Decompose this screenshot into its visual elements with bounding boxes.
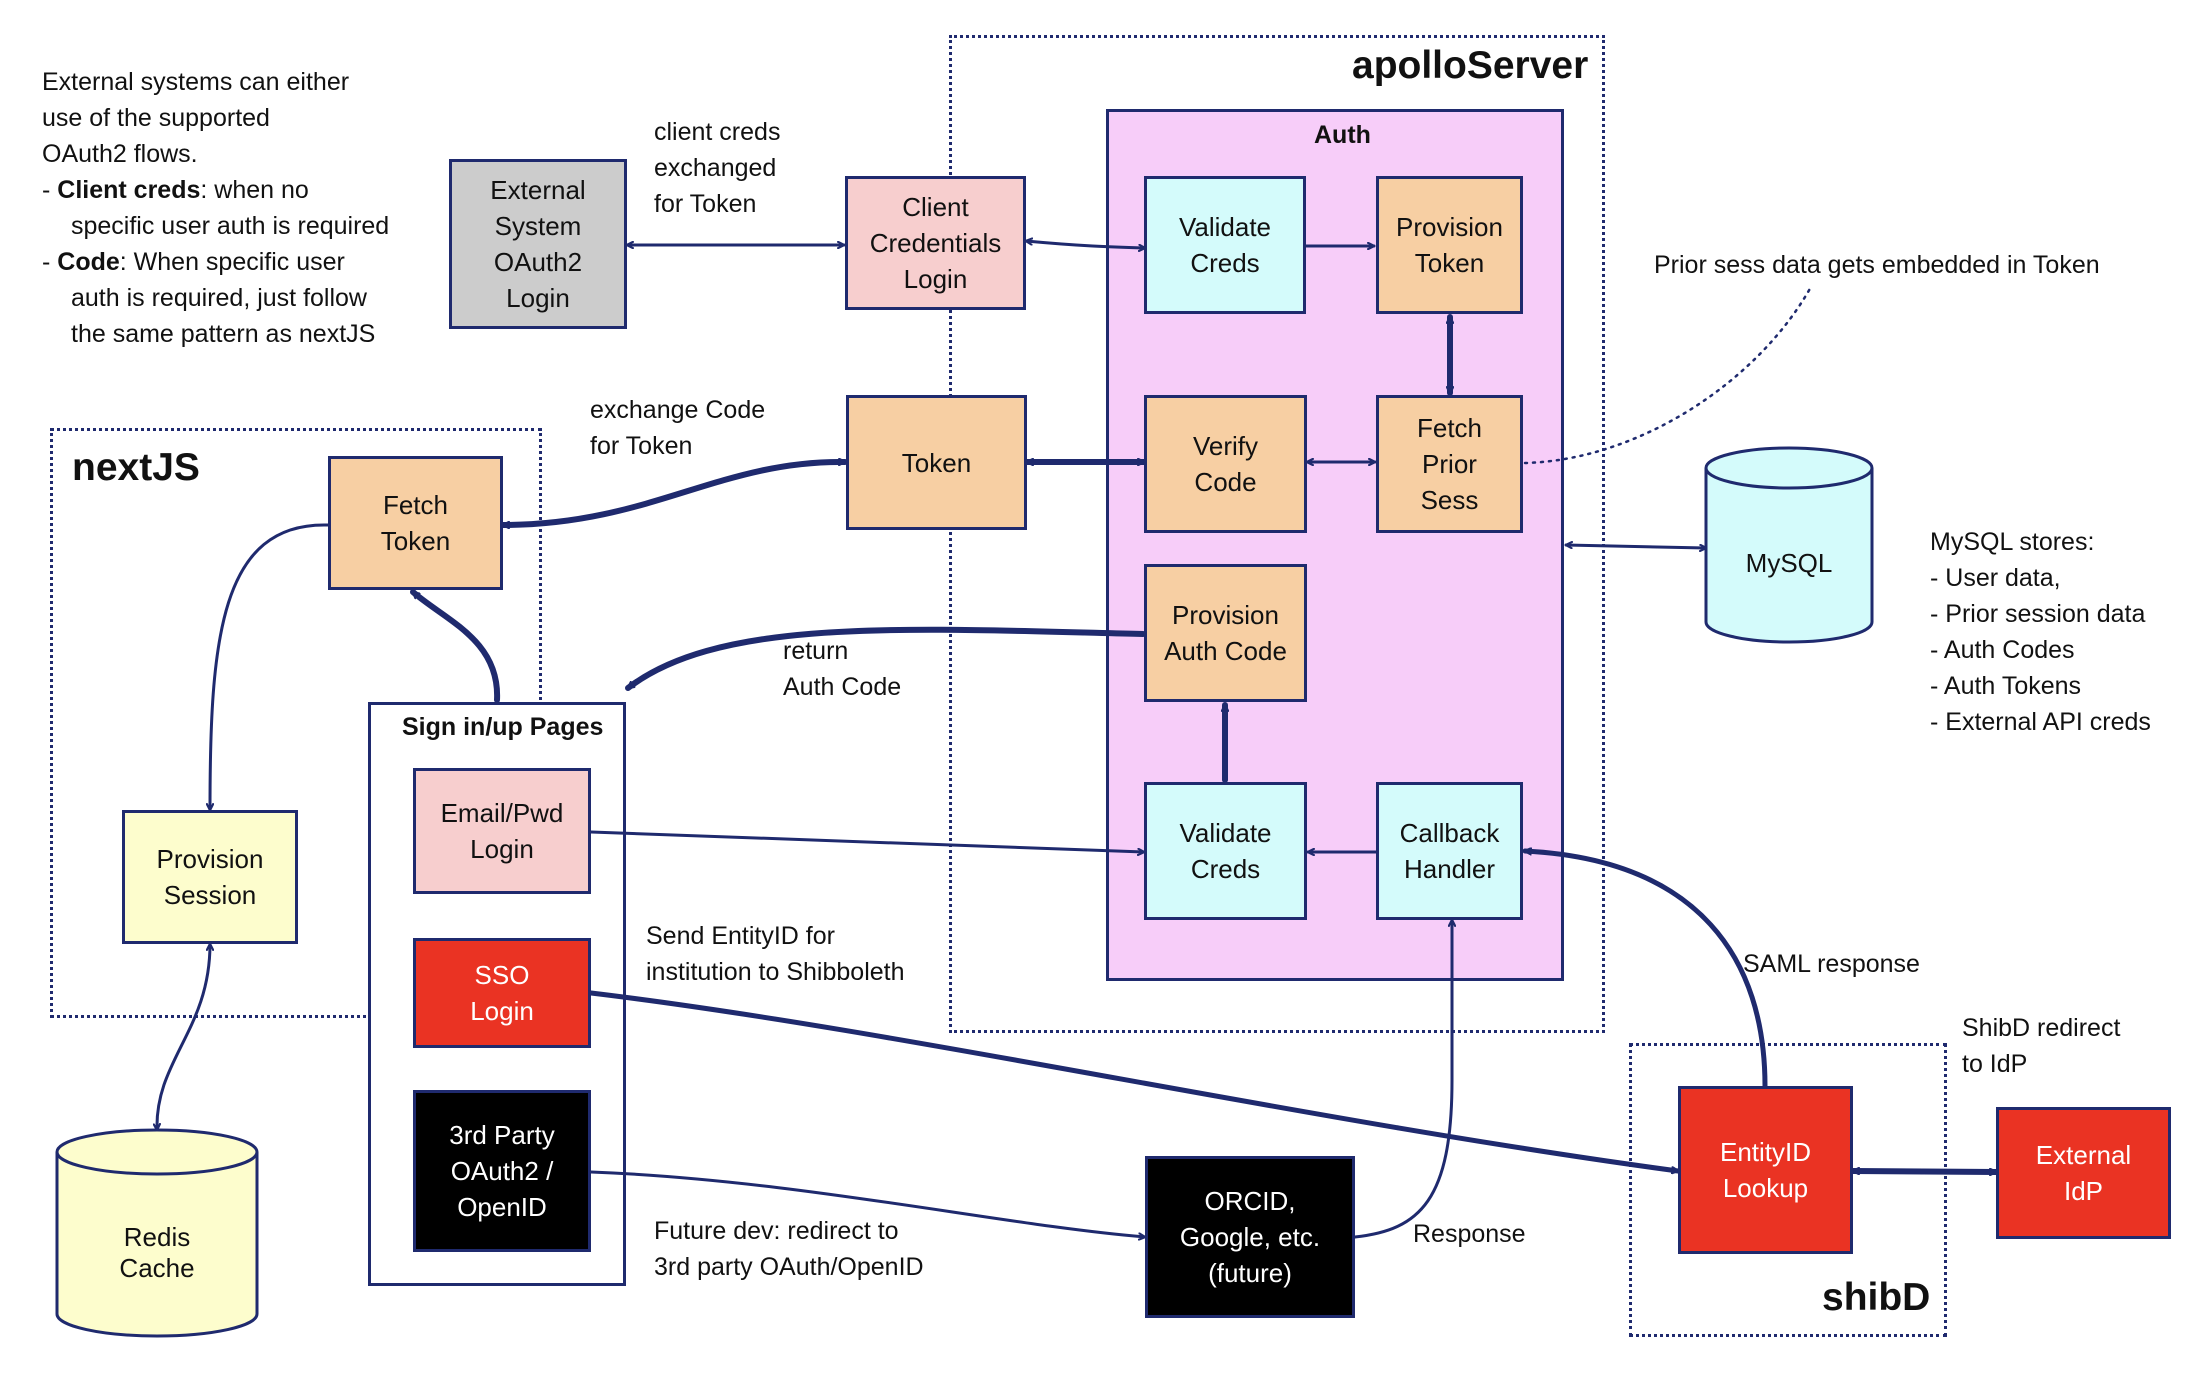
arrow-fetch-token-token <box>500 462 848 525</box>
arrow-fetch-token-to-session <box>210 523 330 812</box>
mysql-label: MySQL <box>1745 548 1833 578</box>
redis-cylinder <box>55 1128 259 1338</box>
intro-code-rest: : When specific user <box>119 248 345 276</box>
intro-creds-prefix: - <box>42 176 58 204</box>
external-idp-box[interactable]: External IdP <box>1996 1107 2171 1239</box>
arrow-client-creds-to-validate <box>1026 241 1147 248</box>
label-return-auth-code: return Auth Code <box>783 637 902 701</box>
intro-code-cont-1: auth is required, just follow <box>71 284 367 312</box>
arrow-auth-mysql <box>1564 545 1708 548</box>
intro-client-creds: - Client creds: when no <box>42 172 389 208</box>
orcid-box[interactable]: ORCID, Google, etc. (future) <box>1145 1156 1355 1318</box>
intro-code-bold: Code <box>57 248 120 276</box>
intro-line-1: External systems can either <box>42 68 350 96</box>
label-client-creds-exchanged: client creds exchanged for Token <box>654 118 781 218</box>
arrow-session-redis <box>157 942 210 1132</box>
label-response: Response <box>1413 1220 1526 1248</box>
intro-code-prefix: - <box>42 248 58 276</box>
validate-creds-bottom-box[interactable]: Validate Creds <box>1144 782 1307 920</box>
label-exchange-code: exchange Code for Token <box>590 396 766 460</box>
provision-session-box[interactable]: Provision Session <box>122 810 298 944</box>
intro-line-2: use of the supported <box>42 104 270 132</box>
callback-handler-box[interactable]: Callback Handler <box>1376 782 1523 920</box>
mysql-notes-item: - External API creds <box>1930 708 2151 736</box>
third-party-login-button[interactable]: 3rd Party OAuth2 / OpenID <box>413 1090 591 1252</box>
arrow-saml-response <box>1522 851 1768 1089</box>
token-box[interactable]: Token <box>846 395 1027 530</box>
label-future-dev: Future dev: redirect to 3rd party OAuth/… <box>654 1217 924 1281</box>
mysql-notes-list: - User data, - Prior session data - Auth C… <box>1930 560 2151 740</box>
label-prior-sess-note: Prior sess data gets embedded in Token <box>1654 251 2100 279</box>
arrow-orcid-to-callback <box>1353 918 1452 1239</box>
nextjs-title: nextJS <box>72 446 200 489</box>
email-pwd-login-button[interactable]: Email/Pwd Login <box>413 768 591 894</box>
apollo-server-title: apolloServer <box>1352 44 1589 87</box>
signin-pages-title: Sign in/up Pages <box>402 713 604 741</box>
mysql-notes-item: - Auth Codes <box>1930 636 2075 664</box>
mysql-cylinder <box>1704 446 1874 644</box>
apollo-server-group <box>949 35 1605 1033</box>
sso-login-button[interactable]: SSO Login <box>413 938 591 1048</box>
auth-panel-title: Auth <box>1314 121 1371 149</box>
label-send-entityid: Send EntityID for institution to Shibbol… <box>646 922 905 986</box>
intro-creds-bold: Client creds <box>57 176 201 204</box>
client-credentials-box[interactable]: Client Credentials Login <box>845 176 1026 310</box>
fetch-prior-sess-box[interactable]: Fetch Prior Sess <box>1376 395 1523 533</box>
shibd-group <box>1629 1043 1947 1337</box>
arrow-third-party-to-orcid <box>589 1170 1145 1237</box>
shibd-title: shibD <box>1822 1276 1931 1319</box>
mysql-notes-heading: MySQL stores: <box>1930 528 2095 556</box>
arrow-email-to-validate <box>589 830 1146 852</box>
intro-note: External systems can either use of the s… <box>42 64 389 352</box>
verify-code-box[interactable]: Verify Code <box>1144 395 1307 533</box>
label-saml-response: SAML response <box>1743 950 1920 978</box>
intro-code: - Code: When specific user <box>42 244 389 280</box>
redis-label: Redis Cache <box>119 1222 195 1283</box>
mysql-notes-item: - Auth Tokens <box>1930 672 2082 700</box>
provision-auth-code-box[interactable]: Provision Auth Code <box>1144 564 1307 702</box>
mysql-notes-item: - User data, <box>1930 564 2061 592</box>
arrow-return-auth-code <box>625 626 1146 691</box>
fetch-token-box[interactable]: Fetch Token <box>328 456 503 590</box>
intro-code-cont-2: the same pattern as nextJS <box>71 320 376 348</box>
provision-token-box[interactable]: Provision Token <box>1376 176 1523 314</box>
arrow-sso-to-entityid <box>588 990 1681 1171</box>
arrow-entityid-idp <box>1850 1171 1999 1172</box>
label-shibd-redirect: ShibD redirect to IdP <box>1962 1014 2121 1078</box>
external-system-box[interactable]: External System OAuth2 Login <box>449 159 627 329</box>
intro-line-3: OAuth2 flows. <box>42 140 198 168</box>
prior-sess-note-connector <box>1523 283 1814 465</box>
mysql-notes-item: - Prior session data <box>1930 600 2146 628</box>
intro-creds-cont: specific user auth is required <box>71 212 390 240</box>
intro-creds-rest: : when no <box>200 176 309 204</box>
arrow-signin-to-fetch-token <box>410 589 501 703</box>
entityid-lookup-box[interactable]: EntityID Lookup <box>1678 1086 1853 1254</box>
validate-creds-top-box[interactable]: Validate Creds <box>1144 176 1306 314</box>
